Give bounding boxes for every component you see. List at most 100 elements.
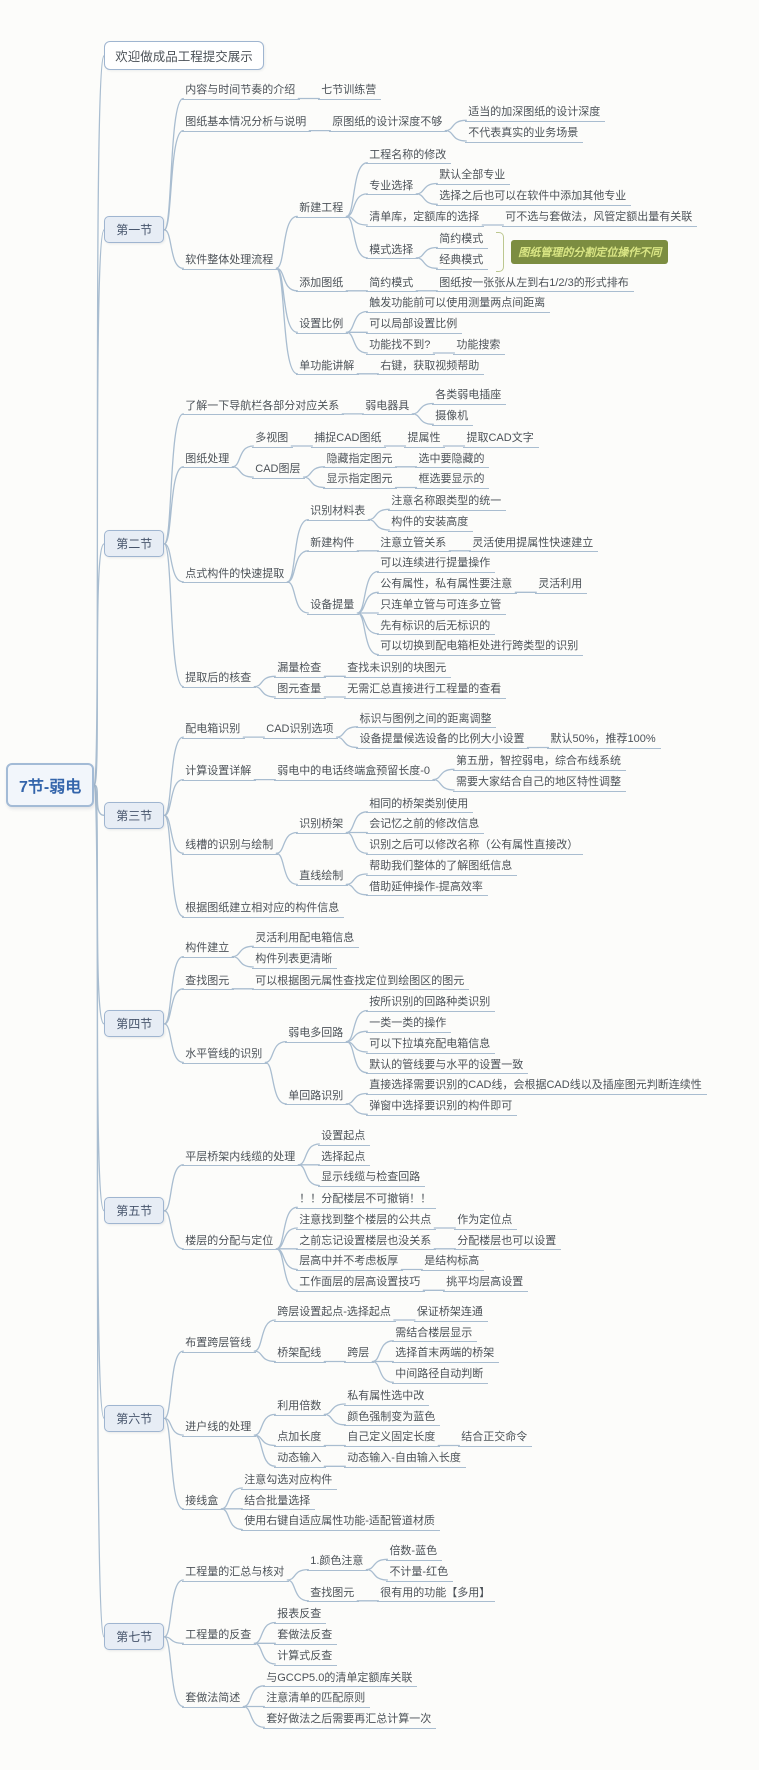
section-node[interactable]: 第六节 (104, 1404, 165, 1432)
topic-node[interactable]: 简约模式 (436, 233, 489, 249)
topic-node[interactable]: 新建工程 (296, 202, 349, 218)
topic-node[interactable]: 结合正交命令 (458, 1431, 533, 1447)
topic-node[interactable]: CAD图层 (252, 463, 306, 479)
topic-node[interactable]: 套做法反查 (274, 1629, 338, 1645)
topic-node[interactable]: 七节训练营 (318, 84, 382, 100)
section-node[interactable]: 第三节 (104, 801, 165, 829)
topic-node[interactable]: 功能找不到? (366, 339, 436, 355)
topic-node[interactable]: 水平管线的识别 (182, 1048, 268, 1064)
topic-node[interactable]: 新建构件 (307, 537, 360, 553)
topic-node[interactable]: 默认的管线要与水平的设置一致 (366, 1059, 529, 1075)
topic-node[interactable]: 弱电中的电话终端盒预留长度-0 (274, 765, 436, 782)
topic-node[interactable]: 捕捉CAD图纸 (311, 432, 387, 448)
topic-node[interactable]: 平层桥架内线缆的处理 (182, 1151, 301, 1167)
section-node[interactable]: 第七节 (104, 1623, 165, 1651)
topic-node[interactable]: 构件的安装高度 (388, 516, 474, 532)
topic-node[interactable]: 使用右键自适应属性功能-适配管道材质 (241, 1515, 440, 1531)
topic-node[interactable]: 注意找到整个楼层的公共点 (296, 1214, 437, 1230)
topic-node[interactable]: 选择起点 (318, 1151, 371, 1167)
topic-node[interactable]: 布置跨层管线 (182, 1337, 257, 1353)
topic-node[interactable]: 利用倍数 (274, 1400, 327, 1416)
topic-node[interactable]: 显示指定图元 (323, 473, 398, 489)
topic-node[interactable]: 选中要隐藏的 (415, 453, 490, 469)
topic-node[interactable]: 可以切换到配电箱柜处进行跨类型的识别 (377, 640, 584, 656)
section-node[interactable]: 第二节 (104, 530, 165, 558)
topic-node[interactable]: 跨层设置起点-选择起点 (274, 1306, 396, 1322)
topic-node[interactable]: 单功能讲解 (296, 360, 360, 376)
topic-node[interactable]: 灵活利用 (535, 578, 588, 594)
topic-node[interactable]: 与GCCP5.0的清单定额库关联 (263, 1672, 418, 1688)
topic-node[interactable]: 灵活使用提属性快速建立 (469, 537, 599, 553)
topic-node[interactable]: 各类弱电插座 (432, 389, 507, 405)
topic-node[interactable]: 跨层 (344, 1347, 375, 1363)
topic-node[interactable]: 直接选择需要识别的CAD线，会根据CAD线以及插座图元判断连续性 (366, 1079, 707, 1095)
topic-node[interactable]: 图纸基本情况分析与说明 (182, 116, 312, 133)
topic-node[interactable]: 会记忆之前的修改信息 (366, 818, 485, 834)
topic-node[interactable]: 套做法简述 (182, 1692, 246, 1708)
topic-node[interactable]: 公有属性，私有属性要注意 (377, 578, 518, 594)
topic-node[interactable]: 借助延伸操作-提高效率 (366, 881, 488, 897)
topic-node[interactable]: 相同的桥架类别使用 (366, 798, 474, 814)
topic-node[interactable]: 提取后的核查 (182, 672, 257, 689)
topic-node[interactable]: 楼层的分配与定位 (182, 1235, 279, 1251)
topic-node[interactable]: 功能搜索 (453, 339, 506, 355)
topic-node[interactable]: 图纸处理 (182, 453, 235, 469)
topic-node[interactable]: 图元查量 (274, 683, 327, 699)
topic-node[interactable]: 很有用的功能【多用】 (377, 1587, 496, 1603)
topic-node[interactable]: 点加长度 (274, 1431, 327, 1447)
topic-node[interactable]: 私有属性选中改 (344, 1390, 430, 1406)
summary-highlight-node[interactable]: 图纸管理的分割定位操作不同 (511, 239, 669, 264)
section-node[interactable]: 第四节 (104, 1010, 165, 1038)
topic-node[interactable]: 动态输入-自由输入长度 (344, 1452, 466, 1468)
topic-node[interactable]: 经典模式 (436, 254, 489, 270)
topic-node[interactable]: 弱电器具 (362, 400, 415, 416)
topic-node[interactable]: 多视图 (252, 432, 294, 448)
topic-node[interactable]: 可不选与套做法，风管定额出量有关联 (502, 211, 698, 227)
topic-node[interactable]: 可以连续进行提量操作 (377, 557, 496, 573)
topic-node[interactable]: 需要大家结合自己的地区特性调整 (453, 776, 627, 792)
topic-node[interactable]: 帮助我们整体的了解图纸信息 (366, 860, 518, 876)
topic-node[interactable]: 灵活利用配电箱信息 (252, 932, 360, 948)
topic-node[interactable]: 分配楼层也可以设置 (454, 1235, 562, 1251)
topic-node[interactable]: 工程名称的修改 (366, 149, 452, 165)
topic-node[interactable]: 设置起点 (318, 1130, 371, 1146)
topic-node[interactable]: 查找图元 (182, 975, 235, 991)
topic-node[interactable]: 接线盒 (182, 1495, 224, 1511)
topic-node[interactable]: 工程量的汇总与核对 (182, 1566, 290, 1582)
topic-node[interactable]: 弹窗中选择要识别的构件即可 (366, 1100, 518, 1116)
topic-node[interactable]: 原图纸的设计深度不够 (329, 116, 448, 133)
topic-node[interactable]: 挑平均层高设置 (443, 1276, 529, 1292)
topic-node[interactable]: 可以根据图元属性查找定位到绘图区的图元 (252, 975, 470, 991)
topic-node[interactable]: 先有标识的后无标识的 (377, 620, 496, 636)
topic-node[interactable]: 不代表真实的业务场景 (465, 127, 584, 143)
topic-node[interactable]: 识别桥架 (296, 818, 349, 834)
topic-node[interactable]: 了解一下导航栏各部分对应关系 (182, 400, 345, 416)
topic-node[interactable]: 保证桥架连通 (413, 1306, 488, 1322)
topic-node[interactable]: 构件建立 (182, 942, 235, 959)
topic-node[interactable]: 内容与时间节奏的介绍 (182, 84, 301, 100)
topic-node[interactable]: 计算式反查 (274, 1650, 338, 1666)
topic-node[interactable]: 可以局部设置比例 (366, 318, 463, 334)
topic-node[interactable]: 是结构标高 (421, 1255, 485, 1271)
topic-node[interactable]: 右键，获取视频帮助 (377, 360, 485, 376)
topic-node[interactable]: 专业选择 (366, 180, 419, 196)
topic-node[interactable]: 选择之后也可以在软件中添加其他专业 (436, 190, 632, 206)
topic-node[interactable]: 注意勾选对应构件 (241, 1474, 338, 1490)
topic-node[interactable]: 中间路径自动判断 (392, 1368, 489, 1384)
topic-node[interactable]: 之前忘记设置楼层也没关系 (296, 1235, 437, 1251)
topic-node[interactable]: 显示线缆与检查回路 (318, 1171, 426, 1187)
topic-node[interactable]: 可以下拉填充配电箱信息 (366, 1038, 496, 1054)
topic-node[interactable]: 摄像机 (432, 410, 474, 426)
topic-node[interactable]: 点式构件的快速提取 (182, 568, 290, 584)
topic-node[interactable]: 默认50%，推荐100% (547, 733, 661, 749)
section-node[interactable]: 第五节 (104, 1197, 165, 1225)
topic-node[interactable]: 自己定义固定长度 (344, 1431, 441, 1447)
topic-node[interactable]: 只连单立管与可连多立管 (377, 599, 507, 615)
topic-node[interactable]: 标识与图例之间的距离调整 (356, 713, 497, 729)
topic-node[interactable]: 识别材料表 (307, 505, 371, 522)
topic-node[interactable]: 桥架配线 (274, 1347, 327, 1363)
topic-node[interactable]: 选择首末两端的桥架 (392, 1347, 500, 1363)
topic-node[interactable]: 查找图元 (307, 1587, 360, 1603)
topic-node[interactable]: 按所识别的回路种类识别 (366, 996, 496, 1012)
topic-node[interactable]: 配电箱识别 (182, 723, 246, 739)
